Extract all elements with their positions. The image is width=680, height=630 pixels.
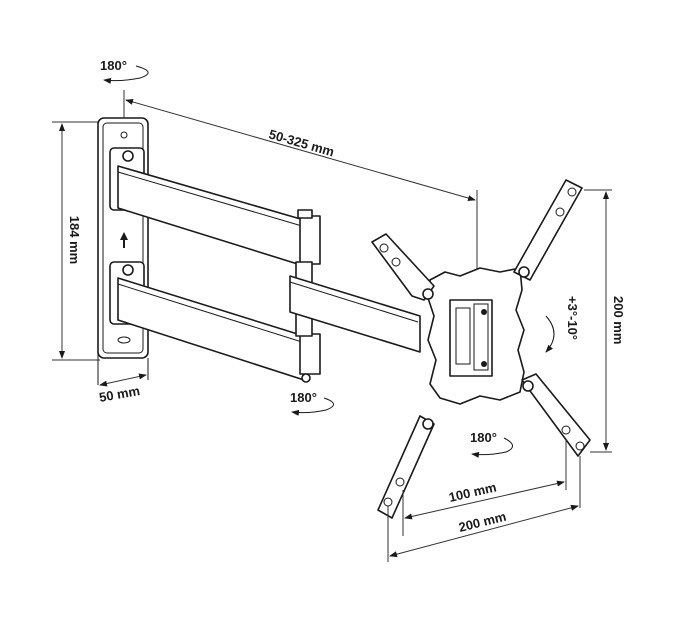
- wall-plate-height-label: 184 mm: [67, 216, 82, 264]
- rotation-arrow-icon: [471, 437, 513, 458]
- wall-rotation-label: 180°: [100, 58, 127, 73]
- vesa-height-label: 200 mm: [611, 296, 626, 344]
- arm-extension-label: 50-325 mm: [267, 126, 336, 159]
- rotation-arrow-icon: [103, 65, 149, 84]
- lower-arm: [117, 277, 321, 383]
- vesa-adapter-arm-upper-left: [371, 233, 435, 301]
- wall-plate-depth-dimension: [99, 373, 147, 387]
- arm-extension-dimension: [123, 90, 478, 275]
- wall-plate: [97, 117, 149, 385]
- vesa-adapter-arm-upper-right: [513, 179, 583, 281]
- tilt-arrow-icon: [545, 315, 555, 353]
- rotation-arrow-icon: [291, 397, 334, 416]
- arm-joint-rotation-label: 180°: [290, 390, 317, 405]
- vesa-width-dimensions: [387, 440, 581, 562]
- wall-plate-depth-label: 50 mm: [98, 383, 141, 405]
- vesa-height-dimension: [584, 189, 612, 453]
- tilt-head-plate: [427, 267, 525, 405]
- front-arm: [289, 275, 421, 353]
- up-arrow-icon: [120, 232, 128, 248]
- vesa-min-width-label: 100 mm: [447, 479, 498, 505]
- plate-rotation-label: 180°: [470, 430, 497, 445]
- tilt-range-label: +3°-10°: [565, 296, 580, 340]
- wall-plate-height-dimension: [52, 121, 100, 361]
- vesa-adapter-arm-lower-left: [377, 415, 435, 519]
- vesa-adapter-arm-lower-right: [521, 373, 591, 457]
